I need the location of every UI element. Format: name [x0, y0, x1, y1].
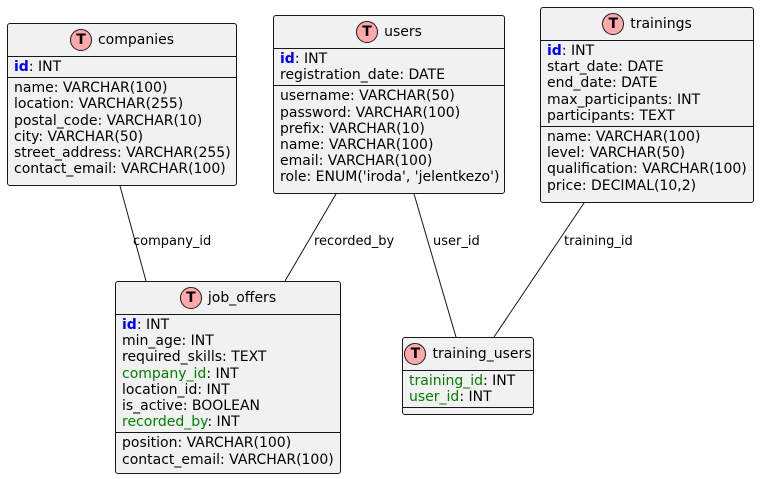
- field-type: end_date: DATE: [547, 75, 658, 92]
- field-row: max_participants: INT: [547, 92, 747, 108]
- field-row: name: VARCHAR(100): [14, 80, 168, 97]
- field-row: end_date: DATE: [547, 75, 747, 91]
- field-row: password: VARCHAR(100): [280, 104, 461, 121]
- field-type: : INT: [136, 317, 170, 333]
- field-type: required_skills: TEXT: [122, 349, 267, 366]
- field-type: : INT: [294, 51, 328, 67]
- field-type: location_id: INT: [122, 381, 230, 398]
- edge-users-job-offers: [284, 193, 337, 282]
- edge-companies-job-offers: [119, 185, 147, 282]
- field-type: : INT: [28, 59, 62, 75]
- field-type: registration_date: DATE: [280, 67, 445, 84]
- edge-users-training-users: [413, 193, 457, 338]
- edge-label-recorded-by: recorded_by: [314, 234, 395, 249]
- field-row: location: VARCHAR(255): [14, 96, 184, 113]
- field-row: price: DECIMAL(10,2): [547, 177, 697, 194]
- table-icon: T: [356, 21, 379, 43]
- table-icon: T: [404, 343, 427, 365]
- field-section: [403, 407, 533, 422]
- foreign-key-name: company_id: [122, 365, 207, 382]
- field-row: name: VARCHAR(100): [280, 137, 434, 154]
- field-row: id: INT: [122, 317, 334, 333]
- field-row: postal_code: VARCHAR(10): [14, 112, 203, 129]
- field-type: : INT: [459, 389, 492, 406]
- primary-key-name: id: [547, 43, 562, 59]
- foreign-key-name: recorded_by: [122, 414, 208, 431]
- field-type: is_active: BOOLEAN: [122, 398, 260, 415]
- field-row: name: VARCHAR(100): [547, 129, 701, 146]
- field-row: id: INT: [14, 59, 230, 75]
- primary-key-name: id: [14, 59, 29, 75]
- entity-title: job_offers: [207, 290, 277, 306]
- field-type: max_participants: INT: [547, 91, 701, 108]
- field-row: participants: TEXT: [547, 108, 747, 124]
- field-type: min_age: INT: [122, 333, 214, 350]
- field-row: min_age: INT: [122, 333, 334, 349]
- entity-title: trainings: [630, 16, 692, 32]
- entity-title: companies: [97, 32, 175, 48]
- edge-label-user-id: user_id: [433, 234, 480, 249]
- field-section: name: VARCHAR(100)level: VARCHAR(50)qual…: [541, 126, 753, 196]
- field-type: participants: TEXT: [547, 107, 675, 124]
- field-row: user_id: INT: [409, 389, 527, 405]
- foreign-key-name: user_id: [409, 389, 460, 406]
- field-row: role: ENUM('iroda', 'jelentkezo'): [280, 169, 500, 186]
- field-row: training_id: INT: [409, 373, 527, 389]
- field-section: name: VARCHAR(100)location: VARCHAR(255)…: [8, 77, 236, 179]
- field-section: position: VARCHAR(100)contact_email: VAR…: [116, 432, 340, 469]
- field-row: username: VARCHAR(50): [280, 88, 455, 105]
- key-section: id: INT: [8, 56, 236, 77]
- field-row: position: VARCHAR(100): [122, 435, 292, 452]
- table-icon: T: [179, 287, 202, 309]
- edge-trainings-training-users: [493, 202, 585, 338]
- field-type: : INT: [483, 373, 516, 389]
- field-row: contact_email: VARCHAR(100): [122, 451, 334, 468]
- entity-title: users: [384, 24, 422, 40]
- edge-label-training-id: training_id: [564, 234, 633, 249]
- field-row: prefix: VARCHAR(10): [280, 120, 425, 137]
- field-row: city: VARCHAR(50): [14, 128, 144, 145]
- table-icon: T: [602, 13, 625, 35]
- field-row: qualification: VARCHAR(100): [547, 161, 747, 178]
- field-row: id: INT: [280, 51, 498, 67]
- field-row: company_id: INT: [122, 366, 334, 382]
- foreign-key-name: training_id: [409, 373, 484, 389]
- field-type: : INT: [207, 414, 240, 431]
- field-row: street_address: VARCHAR(255): [14, 145, 231, 162]
- primary-key-name: id: [122, 317, 137, 333]
- field-type: start_date: DATE: [547, 59, 664, 76]
- field-row: email: VARCHAR(100): [280, 153, 433, 170]
- field-row: required_skills: TEXT: [122, 349, 334, 365]
- field-row: start_date: DATE: [547, 59, 747, 75]
- field-type: : INT: [206, 365, 239, 382]
- primary-key-name: id: [280, 51, 295, 67]
- field-row: id: INT: [547, 43, 747, 59]
- field-type: : INT: [561, 43, 595, 59]
- field-section: username: VARCHAR(50)password: VARCHAR(1…: [274, 85, 504, 187]
- field-row: location_id: INT: [122, 382, 334, 398]
- field-row: is_active: BOOLEAN: [122, 398, 334, 414]
- field-row: level: VARCHAR(50): [547, 145, 686, 162]
- field-row: recorded_by: INT: [122, 414, 334, 430]
- table-icon: T: [69, 29, 92, 51]
- field-row: registration_date: DATE: [280, 67, 498, 83]
- field-row: contact_email: VARCHAR(100): [14, 161, 226, 178]
- entity-title: training_users: [432, 346, 532, 362]
- edge-label-company-id: company_id: [133, 234, 211, 249]
